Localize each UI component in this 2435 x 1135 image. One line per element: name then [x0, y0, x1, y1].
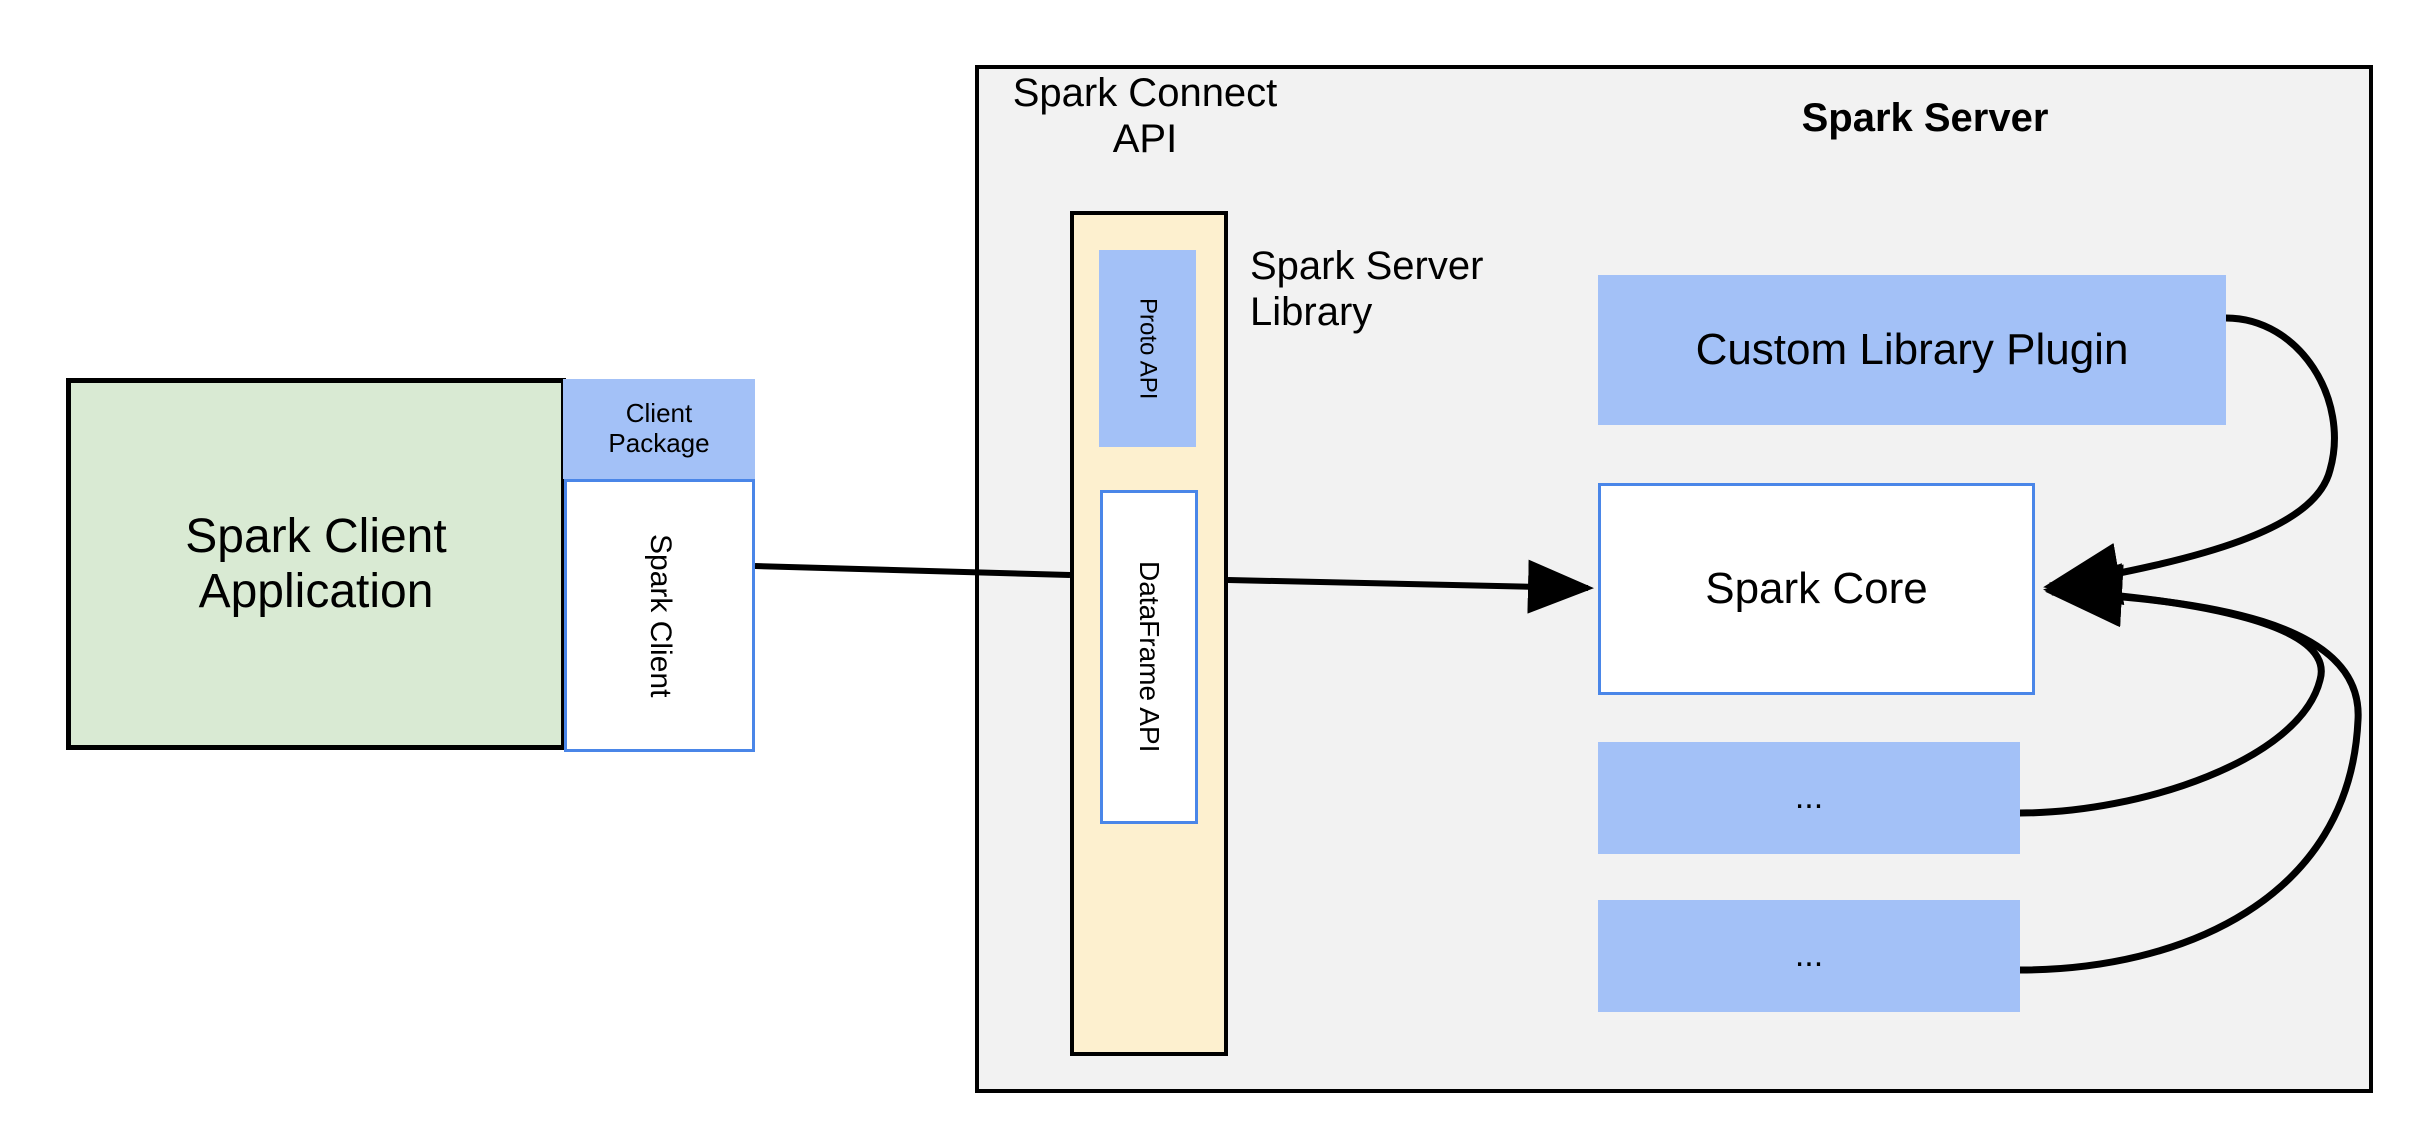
spark-connect-api-label: Spark Connect API: [1012, 71, 1278, 161]
custom-library-plugin-box[interactable]: Custom Library Plugin: [1598, 275, 2226, 425]
dataframe-api-label: DataFrame API: [1134, 561, 1166, 753]
client-package-box[interactable]: Client Package: [563, 379, 755, 479]
spark-client-label: Spark Client: [643, 533, 677, 698]
spark-connect-api-title: Spark Connect API: [1000, 68, 1290, 178]
spark-core-label: Spark Core: [1705, 563, 1928, 613]
proto-api-box[interactable]: Proto API: [1099, 250, 1196, 447]
module-placeholder-label-2: ...: [1794, 936, 1824, 975]
spark-server-library-column[interactable]: [1070, 211, 1228, 1056]
spark-server-library-caption: Spark Server Library: [1250, 243, 1580, 363]
arrow-module-b-to-core: [2019, 564, 2362, 974]
spark-core-box[interactable]: Spark Core: [1598, 483, 2035, 695]
spark-server-title-label: Spark Server: [1801, 96, 2049, 140]
arrow-client-to-core: [754, 559, 1594, 614]
module-placeholder-box-1[interactable]: ...: [1598, 742, 2020, 854]
proto-api-label: Proto API: [1134, 297, 1162, 400]
module-placeholder-box-2[interactable]: ...: [1598, 900, 2020, 1012]
spark-client-application-label: Spark Client Application: [185, 509, 447, 618]
client-package-label: Client Package: [608, 398, 710, 458]
spark-server-title: Spark Server: [1660, 90, 2190, 146]
spark-client-application-box[interactable]: Spark Client Application: [66, 378, 566, 750]
custom-library-plugin-label: Custom Library Plugin: [1695, 324, 2129, 374]
spark-client-box[interactable]: Spark Client: [564, 479, 755, 752]
arrow-plugin-to-core: [2043, 314, 2338, 606]
dataframe-api-box[interactable]: DataFrame API: [1100, 490, 1198, 824]
spark-server-library-label: Spark Server Library: [1250, 244, 1484, 334]
module-placeholder-label-1: ...: [1794, 778, 1824, 817]
